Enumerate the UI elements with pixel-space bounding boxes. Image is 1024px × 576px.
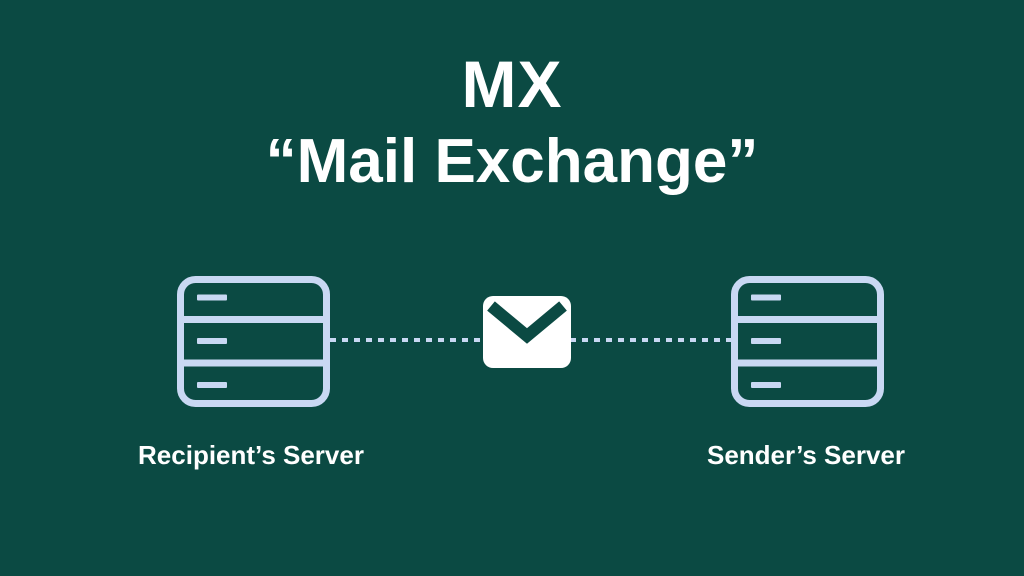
recipient-server-label: Recipient’s Server	[138, 440, 364, 470]
page-subtitle: “Mail Exchange”	[265, 127, 759, 196]
recipient-server-icon	[177, 276, 330, 407]
title-block: MX “Mail Exchange”	[0, 44, 1024, 200]
sender-server-icon	[731, 276, 884, 407]
mail-envelope-icon	[483, 296, 571, 368]
page-title: MX	[461, 47, 563, 121]
sender-server-label: Sender’s Server	[706, 440, 905, 470]
